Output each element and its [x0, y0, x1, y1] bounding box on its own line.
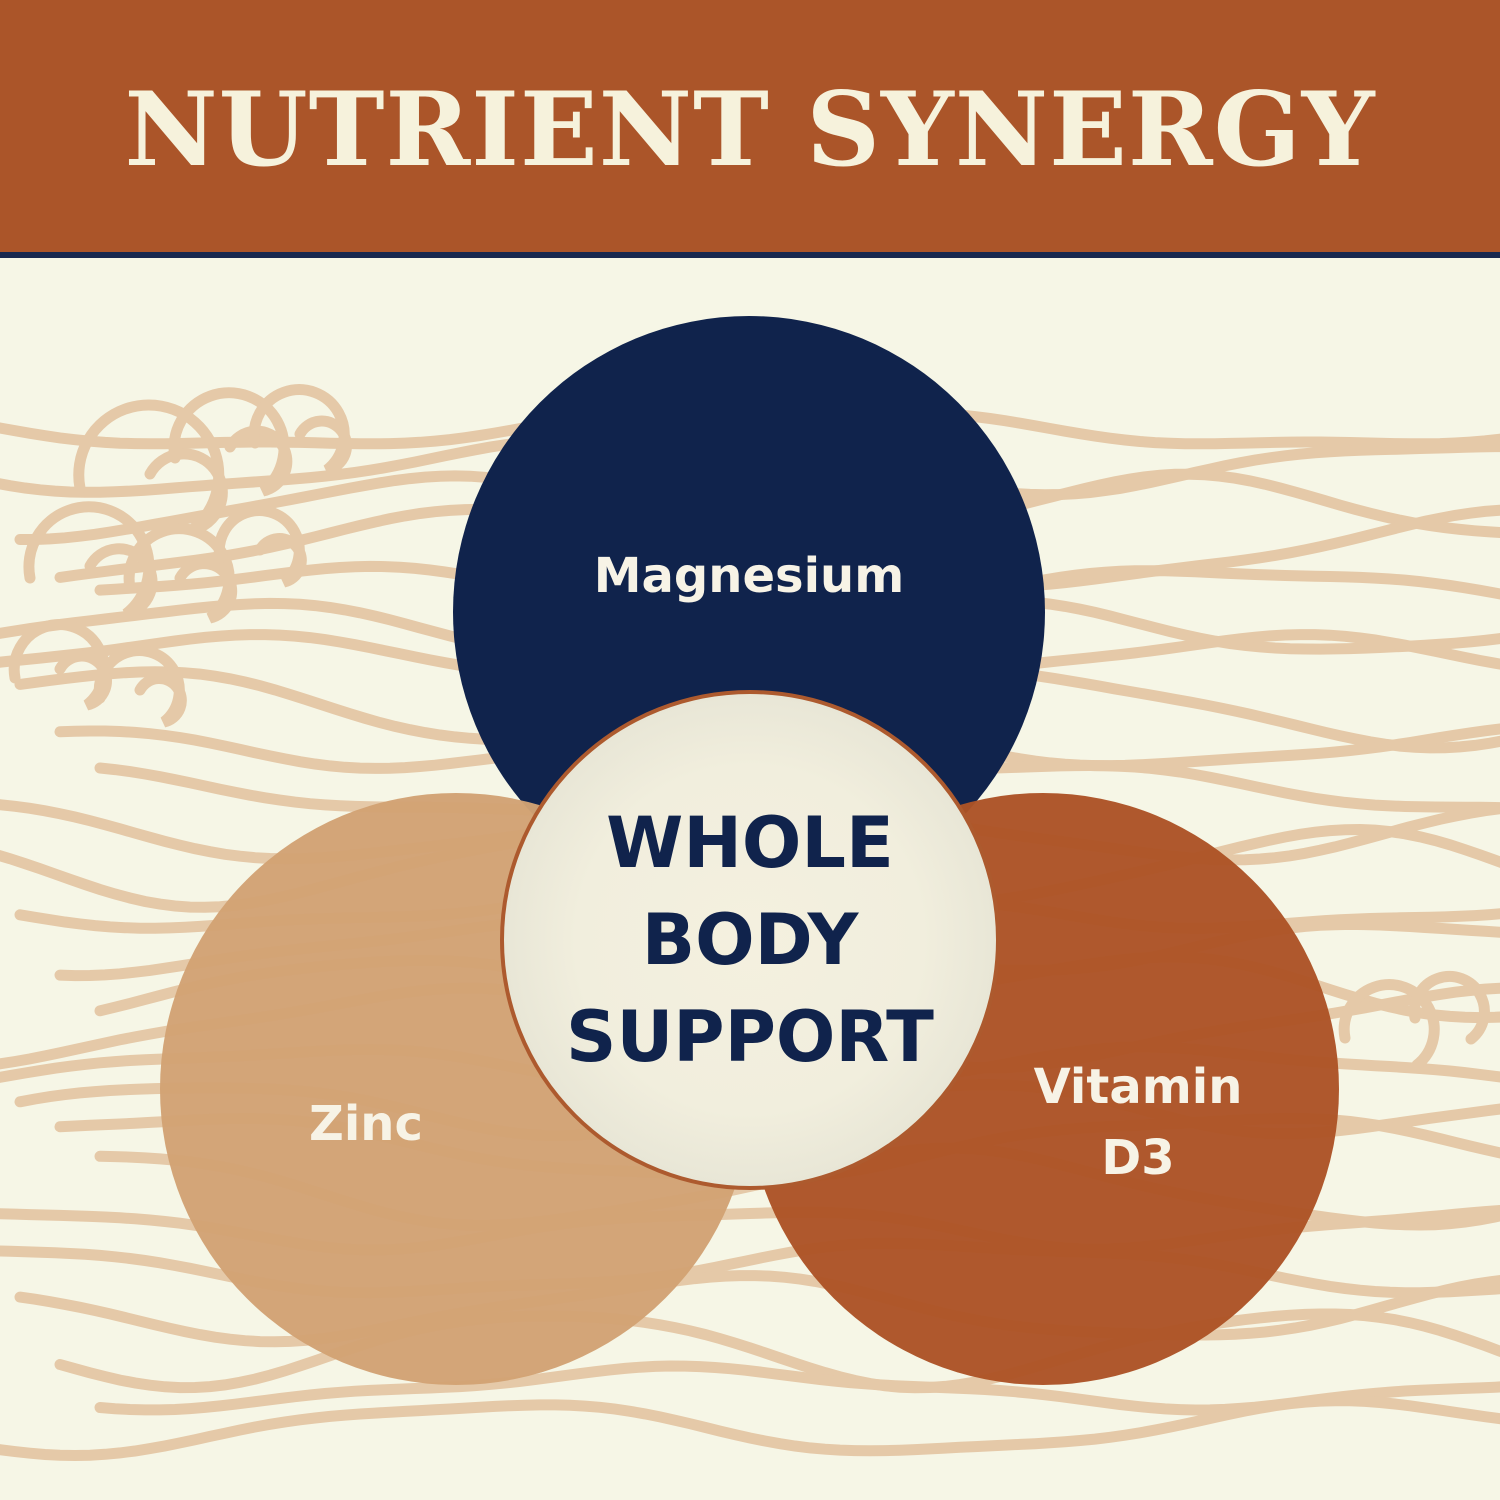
- wave-curl: [168, 387, 293, 497]
- magnesium-label: Magnesium: [594, 548, 904, 604]
- wave-line: [54, 1308, 1500, 1394]
- vitamin-d3-label-line-2: D3: [1101, 1130, 1174, 1186]
- page-title: NUTRIENT SYNERGY: [124, 70, 1376, 190]
- wave-line: [0, 1395, 1500, 1462]
- wave-line: [14, 1270, 1500, 1348]
- wave-curl: [248, 384, 352, 476]
- center-label-line-1: WHOLE: [606, 802, 894, 884]
- center-label-line-2: BODY: [642, 899, 860, 981]
- center-circle: [500, 690, 1000, 1190]
- wave-curl: [1408, 970, 1490, 1045]
- zinc-label: Zinc: [309, 1096, 423, 1152]
- wave-curl: [93, 645, 187, 728]
- title-banner: NUTRIENT SYNERGY: [0, 0, 1500, 258]
- center-label-line-3: SUPPORT: [566, 996, 934, 1078]
- wave-curl: [123, 523, 238, 624]
- wave-curl: [1338, 979, 1440, 1071]
- vitamin-d3-label-line-1: Vitamin: [1034, 1059, 1243, 1115]
- wave-curl: [73, 399, 228, 536]
- wave-curl: [213, 505, 307, 588]
